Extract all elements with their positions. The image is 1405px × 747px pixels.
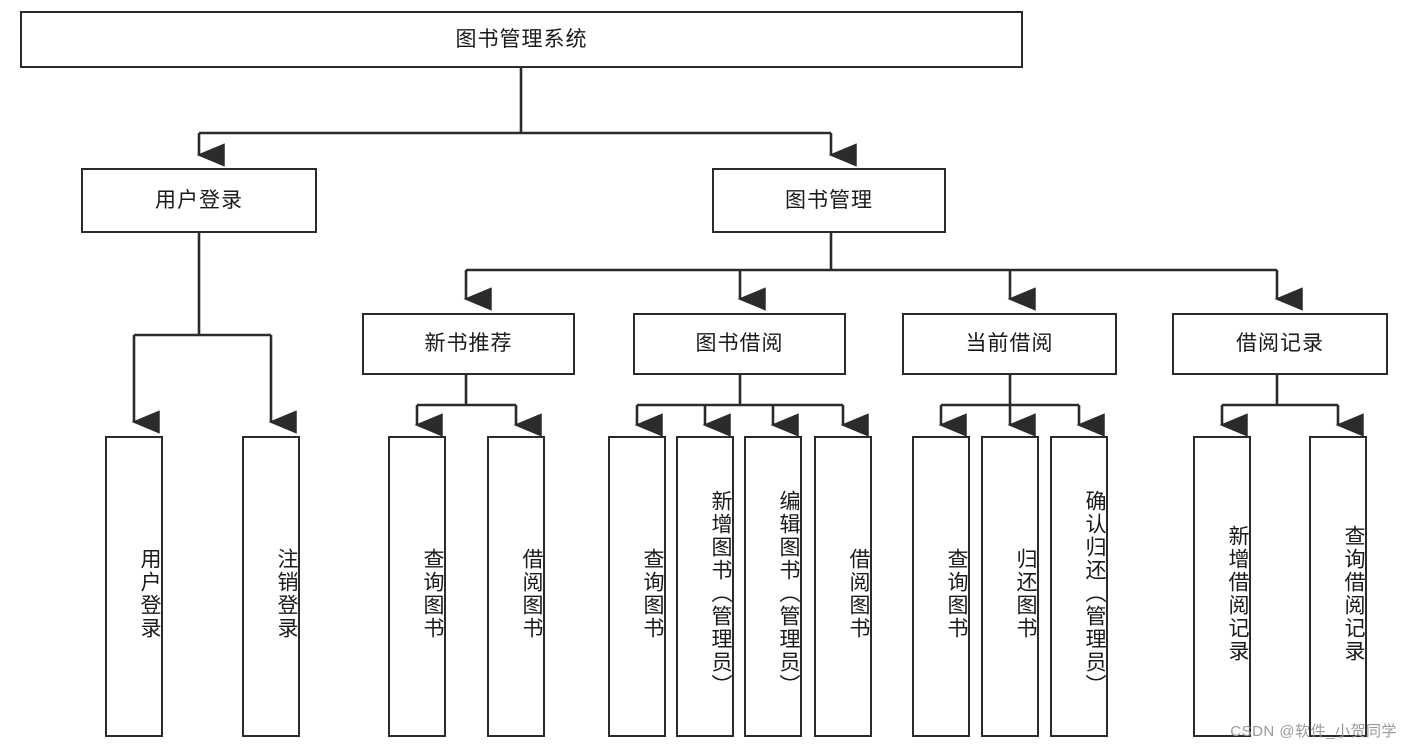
node-label: 新增借阅记录 [1226,524,1249,663]
node-label: 借阅记录 [1236,332,1324,356]
node-label: 当前借阅 [965,332,1054,356]
leaf-borrow-borrow-book[interactable]: 借阅图书 [814,436,872,737]
node-label: 借阅图书 [847,547,870,640]
node-label: 用户登录 [138,547,161,640]
node-label: 借阅图书 [520,547,543,640]
leaf-newbook-query-book[interactable]: 查询图书 [388,436,446,737]
node-book-borrow[interactable]: 图书借阅 [633,313,846,375]
node-label: 图书借阅 [695,332,784,356]
leaf-borrow-query-book[interactable]: 查询图书 [608,436,666,737]
leaf-borrow-edit-book-admin[interactable]: 编辑图书（管理员） [744,436,802,737]
leaf-current-return-book[interactable]: 归还图书 [981,436,1039,737]
node-root-system[interactable]: 图书管理系统 [20,11,1023,68]
node-user-login[interactable]: 用户登录 [81,168,317,233]
node-label: 新书推荐 [424,332,513,356]
node-label: 编辑图书（管理员） [777,490,800,697]
leaf-user-logout[interactable]: 注销登录 [242,436,300,737]
node-current-borrow[interactable]: 当前借阅 [902,313,1117,375]
leaf-borrow-add-book-admin[interactable]: 新增图书（管理员） [676,436,734,737]
node-new-book-recommend[interactable]: 新书推荐 [362,313,575,375]
node-label: 归还图书 [1014,547,1037,640]
node-label: 图书管理 [785,188,873,212]
node-label: 查询借阅记录 [1342,524,1365,663]
node-label: 图书管理系统 [455,27,588,51]
leaf-records-query-record[interactable]: 查询借阅记录 [1309,436,1367,737]
node-label: 新增图书（管理员） [709,490,732,697]
node-label: 注销登录 [275,547,298,640]
node-book-management[interactable]: 图书管理 [712,168,946,233]
node-label: 用户登录 [155,188,243,212]
node-label: 查询图书 [421,547,444,640]
node-borrow-records[interactable]: 借阅记录 [1172,313,1388,375]
watermark: CSDN @软件_小贺同学 [1230,723,1397,740]
node-label: 确认归还（管理员） [1083,490,1106,697]
leaf-user-login[interactable]: 用户登录 [105,436,163,737]
node-label: 查询图书 [945,547,968,640]
leaf-records-add-record[interactable]: 新增借阅记录 [1193,436,1251,737]
leaf-current-confirm-return-admin[interactable]: 确认归还（管理员） [1050,436,1108,737]
leaf-newbook-borrow-book[interactable]: 借阅图书 [487,436,545,737]
leaf-current-query-book[interactable]: 查询图书 [912,436,970,737]
node-label: 查询图书 [641,547,664,640]
